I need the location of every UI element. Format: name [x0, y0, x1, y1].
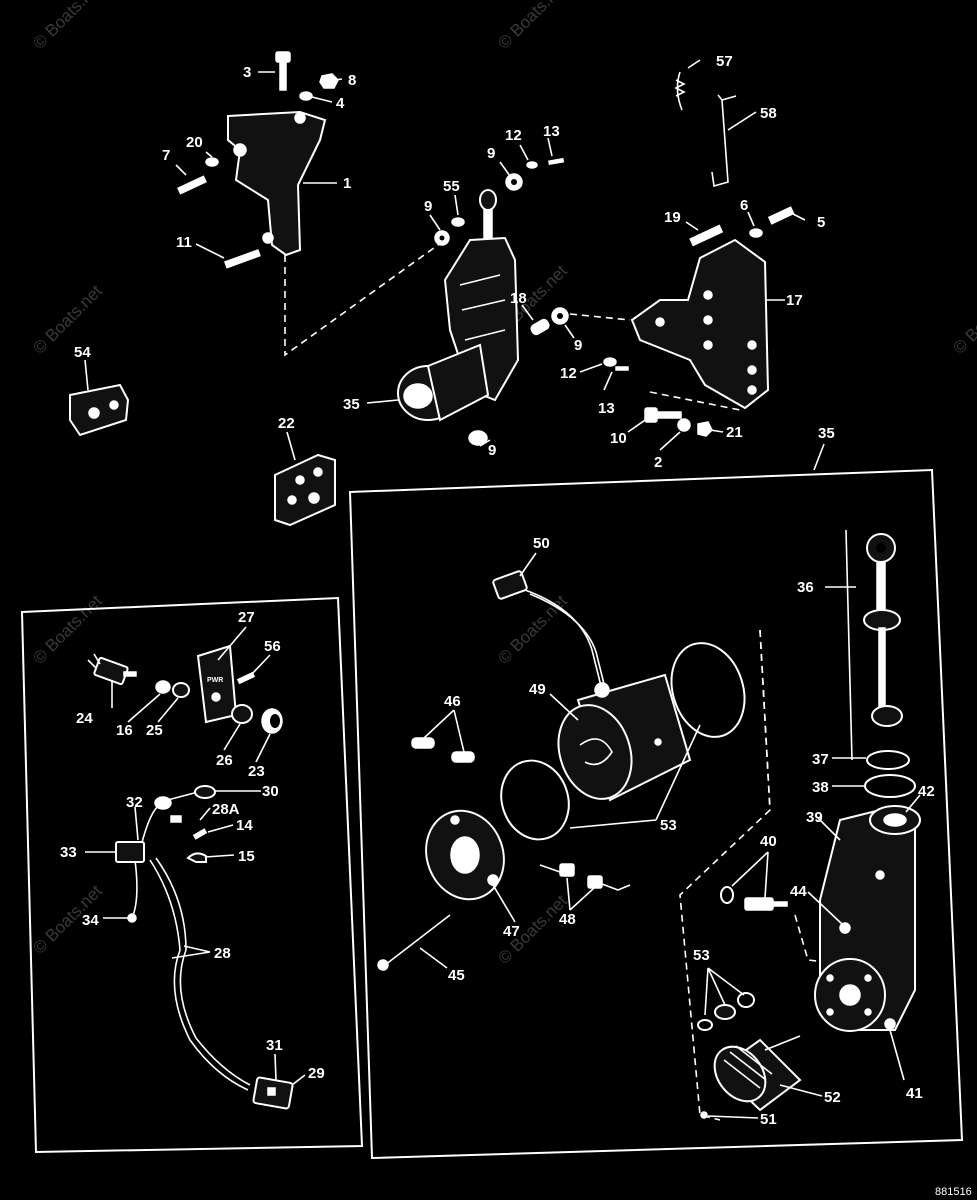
callout-42: 42	[918, 783, 935, 800]
callout-55: 55	[443, 178, 460, 195]
callout-2: 2	[654, 454, 662, 471]
callout-9: 9	[424, 198, 432, 215]
block-54	[69, 383, 130, 437]
watermark: © Boats.net	[949, 281, 977, 358]
switch-harness-panel: PWR	[20, 596, 364, 1154]
callout-21: 21	[726, 424, 743, 441]
callout-10: 10	[610, 430, 627, 447]
motor-detail-panel	[348, 468, 964, 1160]
callout-29: 29	[308, 1065, 325, 1082]
callout-labels: 3 8 4 1 20 7 11 9 55 9 12 13 57 58 19 6 …	[60, 53, 935, 1128]
watermark: © Boats.net	[29, 0, 106, 53]
callout-3: 3	[243, 64, 251, 81]
callout-34: 34	[82, 912, 99, 929]
callout-12: 12	[505, 127, 522, 144]
callout-53: 53	[660, 817, 677, 834]
callout-54: 54	[74, 344, 91, 361]
watermark: © Boats.net	[494, 0, 571, 53]
callout-6: 6	[740, 197, 748, 214]
callout-28: 28	[214, 945, 231, 962]
callout-16: 16	[116, 722, 133, 739]
callout-27: 27	[238, 609, 255, 626]
callout-8: 8	[348, 72, 356, 89]
callout-26: 26	[216, 752, 233, 769]
callout-41: 41	[906, 1085, 923, 1102]
callout-45: 45	[448, 967, 465, 984]
callout-51: 51	[760, 1111, 777, 1128]
callout-13: 13	[543, 123, 560, 140]
callout-56: 56	[264, 638, 281, 655]
callout-13: 13	[598, 400, 615, 417]
watermark: © Boats.net	[494, 591, 571, 668]
callout-35: 35	[343, 396, 360, 413]
callout-1: 1	[343, 175, 351, 192]
callout-53: 53	[693, 947, 710, 964]
callout-38: 38	[812, 779, 829, 796]
callout-52: 52	[824, 1089, 841, 1106]
trim-motor-assembly	[397, 157, 565, 446]
watermark: © Boats.net	[29, 281, 106, 358]
callout-49: 49	[529, 681, 546, 698]
callout-33: 33	[60, 844, 77, 861]
callout-5: 5	[817, 214, 825, 231]
callout-28A: 28A	[212, 801, 240, 818]
callout-7: 7	[162, 147, 170, 164]
callout-30: 30	[262, 783, 279, 800]
callout-50: 50	[533, 535, 550, 552]
callout-11: 11	[176, 234, 192, 251]
callout-47: 47	[503, 923, 520, 940]
callout-9: 9	[487, 145, 495, 162]
svg-text:PWR: PWR	[207, 677, 223, 684]
callout-18: 18	[510, 290, 527, 307]
diagram-code: 881516	[935, 1186, 972, 1198]
callout-9: 9	[574, 337, 582, 354]
callout-37: 37	[812, 751, 829, 768]
leader-lines	[84, 59, 921, 1119]
callout-31: 31	[266, 1037, 283, 1054]
callout-25: 25	[146, 722, 163, 739]
callout-39: 39	[806, 809, 823, 826]
callout-32: 32	[126, 794, 143, 811]
callout-36: 36	[797, 579, 814, 596]
callout-14: 14	[236, 817, 253, 834]
callout-58: 58	[760, 105, 777, 122]
callout-4: 4	[336, 95, 345, 112]
callout-57: 57	[716, 53, 733, 70]
callout-20: 20	[186, 134, 203, 151]
callout-44: 44	[790, 883, 807, 900]
callout-40: 40	[760, 833, 777, 850]
callout-46: 46	[444, 693, 461, 710]
callout-35: 35	[818, 425, 835, 442]
callout-12: 12	[560, 365, 577, 382]
callout-23: 23	[248, 763, 265, 780]
callout-19: 19	[664, 209, 681, 226]
callout-17: 17	[786, 292, 803, 309]
callout-15: 15	[238, 848, 255, 865]
right-bracket-group	[551, 71, 795, 437]
upper-bracket-group	[177, 51, 446, 357]
callout-9: 9	[488, 442, 496, 459]
callout-22: 22	[278, 415, 295, 432]
callout-48: 48	[559, 911, 576, 928]
callout-24: 24	[76, 710, 93, 727]
plate-22	[274, 453, 336, 527]
